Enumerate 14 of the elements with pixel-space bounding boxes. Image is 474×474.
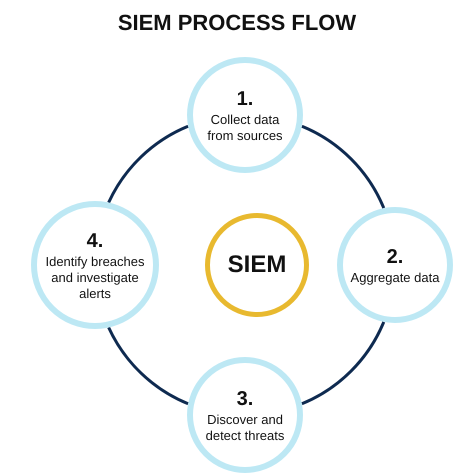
hub-label: SIEM [228, 250, 286, 280]
step-number: 4. [86, 228, 104, 254]
ring-arc [107, 326, 189, 406]
title: SIEM PROCESS FLOW [118, 9, 356, 37]
step-text: Aggregate data [350, 270, 440, 286]
step-text: Discover and detect threats [204, 412, 286, 444]
step-number: 2. [386, 244, 404, 270]
step-text: Identify breaches and investigate alerts [44, 254, 146, 302]
step-text: Collect data from sources [206, 112, 284, 144]
step-number: 3. [236, 386, 254, 412]
ring-arc [301, 124, 386, 209]
ring-arc [301, 321, 386, 406]
step-number: 1. [236, 86, 254, 112]
ring-arc [107, 124, 189, 204]
